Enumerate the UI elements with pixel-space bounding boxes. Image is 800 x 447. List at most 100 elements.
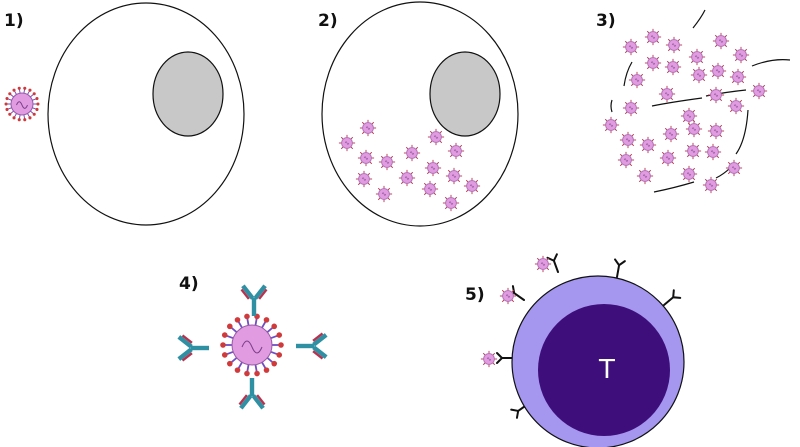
virus-genome — [241, 340, 263, 354]
virus-spike-tip — [226, 323, 233, 330]
virus-particle — [619, 131, 637, 149]
antibody-right — [296, 332, 328, 360]
virus-genome — [16, 101, 28, 109]
virus-spike-tip — [35, 107, 39, 111]
virus-particle — [727, 97, 745, 115]
panel-3: 3) — [596, 9, 791, 194]
virus-spike-tip — [32, 92, 36, 96]
virus-spike-tip — [254, 370, 260, 377]
virus-particle-approaching — [4, 86, 40, 122]
virus-spike-tip — [271, 323, 278, 330]
virus-spike-tip — [32, 112, 36, 116]
step-1-label: 1) — [4, 11, 24, 31]
virus-particle — [707, 86, 725, 104]
virus-particle — [636, 167, 654, 185]
antibody-bottom — [238, 378, 266, 410]
virus-particle — [602, 116, 620, 134]
cell-nucleus — [152, 51, 224, 137]
virus-particle — [665, 36, 683, 54]
virus-spike-tip — [226, 360, 233, 367]
antibody-left — [177, 334, 209, 362]
virus-particle — [688, 48, 706, 66]
virus-particle — [445, 167, 463, 185]
virus-spike-tip — [35, 97, 39, 101]
tcell-nucleus — [538, 304, 670, 436]
virus-particle — [622, 38, 640, 56]
virus-particle — [725, 159, 743, 177]
virus-particle — [709, 62, 727, 80]
virus-particle — [644, 54, 662, 72]
ruptured-membrane-fragments — [610, 9, 791, 193]
virus-spike-tip — [28, 88, 32, 92]
virus-particle — [680, 107, 698, 125]
virus-particle — [704, 143, 722, 161]
virus-spike-tip — [8, 92, 12, 96]
virus-particle — [707, 122, 725, 140]
virus-capsid — [231, 324, 273, 366]
virus-spike-tip — [221, 332, 228, 338]
virus-spike-tip — [4, 102, 8, 106]
virus-particle — [617, 151, 635, 169]
virus-particle — [378, 153, 396, 171]
virus-particle — [622, 99, 640, 117]
virus-particle — [338, 134, 356, 152]
virus-particle — [729, 68, 747, 86]
virus-particle — [463, 177, 481, 195]
virus-near-tcell — [480, 350, 498, 368]
virus-spike-tip — [234, 317, 241, 323]
virus-particle — [639, 136, 657, 154]
virus-spike-tip — [263, 317, 270, 323]
virus-spike-tip — [12, 116, 16, 120]
step-5-label: 5) — [465, 285, 485, 305]
tcell-receptors — [496, 253, 682, 419]
virus-spike-tip — [271, 360, 278, 367]
virus-particle — [398, 169, 416, 187]
virus-spike-tip — [278, 342, 284, 348]
virus-particle — [680, 165, 698, 183]
virus-spike-tip — [5, 107, 9, 111]
virus-particle — [644, 28, 662, 46]
virus-spike-tip — [12, 88, 16, 92]
virus-particle — [421, 180, 439, 198]
virus-particle — [375, 185, 393, 203]
virus-particle — [403, 144, 421, 162]
step-3-label: 3) — [596, 11, 616, 31]
virus-spike-tip — [17, 118, 21, 122]
virus-spike-tip — [221, 352, 228, 358]
virus-particle — [628, 71, 646, 89]
virus-particle — [690, 66, 708, 84]
virus-particle — [355, 170, 373, 188]
virus-spike-tip — [17, 86, 21, 90]
virus-near-tcell — [534, 255, 552, 273]
virus-particle — [658, 85, 676, 103]
virus-particle — [702, 176, 720, 194]
virus-spike-tip — [244, 313, 250, 320]
virus-spike-tip — [276, 352, 283, 358]
panel-1: 1) — [4, 2, 245, 226]
virus-particle — [357, 149, 375, 167]
virus-particle — [662, 125, 680, 143]
virus-particle — [447, 142, 465, 160]
virus-particle — [750, 82, 768, 100]
panel-2: 2) — [318, 1, 519, 227]
virus-spike-tip — [276, 332, 283, 338]
virus-particle — [359, 119, 377, 137]
step-4-label: 4) — [179, 274, 199, 294]
virus-particle — [685, 120, 703, 138]
virus-spike-tip — [244, 370, 250, 377]
neutralized-virus — [220, 313, 284, 377]
virus-spike-tip — [220, 342, 226, 348]
infected-cell-nucleus — [429, 51, 501, 137]
virus-spike-tip — [8, 112, 12, 116]
panel-5: 5) T — [465, 253, 685, 447]
virus-spike-tip — [5, 97, 9, 101]
virus-spike-tip — [36, 102, 40, 106]
virus-spike-tip — [263, 367, 270, 373]
virus-particle — [664, 58, 682, 76]
virus-particle — [684, 142, 702, 160]
virus-spike-tip — [23, 86, 27, 90]
virus-spike-tip — [23, 118, 27, 122]
panel-4: 4) — [177, 274, 328, 410]
tcell-letter: T — [598, 355, 615, 385]
